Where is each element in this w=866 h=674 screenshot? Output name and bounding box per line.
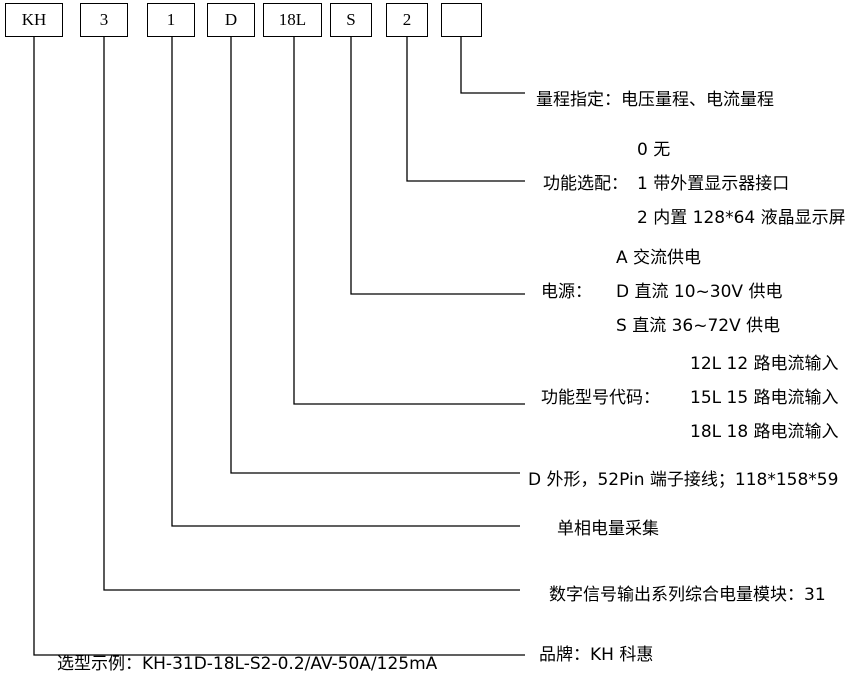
label-power: 电源： bbox=[541, 282, 592, 302]
label-form: D 外形，52Pin 端子接线；118*158*59 bbox=[528, 470, 839, 490]
code-box-brand: KH bbox=[5, 3, 63, 37]
function-option-2: 2 内置 128*64 液晶显示屏 bbox=[637, 208, 846, 228]
connector-form bbox=[230, 37, 520, 474]
code-box-model: 18L bbox=[263, 3, 322, 37]
code-box-range bbox=[441, 3, 482, 37]
code-box-phase: 1 bbox=[147, 3, 195, 37]
label-single-phase: 单相电量采集 bbox=[557, 519, 659, 539]
connector-brand bbox=[33, 37, 525, 656]
power-option-d: D 直流 10~30V 供电 bbox=[616, 282, 783, 302]
label-series: 数字信号输出系列综合电量模块：31 bbox=[549, 585, 826, 605]
model-option-12l: 12L 12 路电流输入 bbox=[690, 354, 839, 374]
connector-series bbox=[103, 37, 520, 591]
code-box-series: 3 bbox=[80, 3, 128, 37]
connector-power bbox=[350, 37, 525, 295]
model-option-15l: 15L 15 路电流输入 bbox=[690, 388, 839, 408]
label-model-code: 功能型号代码： bbox=[541, 388, 660, 408]
label-range: 量程指定：电压量程、电流量程 bbox=[536, 90, 774, 110]
connector-phase bbox=[171, 37, 520, 527]
function-option-0: 0 无 bbox=[637, 140, 671, 160]
example-line-cutoff: 选型示例：KH-31D-18L-S2-0.2/AV-50A/125mA bbox=[57, 654, 438, 674]
code-box-form: D bbox=[207, 3, 255, 37]
label-brand: 品牌：KH 科惠 bbox=[539, 645, 654, 665]
model-option-18l: 18L 18 路电流输入 bbox=[690, 422, 839, 442]
connector-model bbox=[293, 37, 525, 405]
label-function: 功能选配： bbox=[543, 174, 628, 194]
connector-function bbox=[406, 37, 525, 182]
power-option-a: A 交流供电 bbox=[616, 248, 702, 268]
power-option-s: S 直流 36~72V 供电 bbox=[616, 316, 781, 336]
connector-range bbox=[460, 37, 525, 94]
code-box-function: 2 bbox=[386, 3, 428, 37]
function-option-1: 1 带外置显示器接口 bbox=[637, 174, 790, 194]
code-box-power: S bbox=[330, 3, 372, 37]
